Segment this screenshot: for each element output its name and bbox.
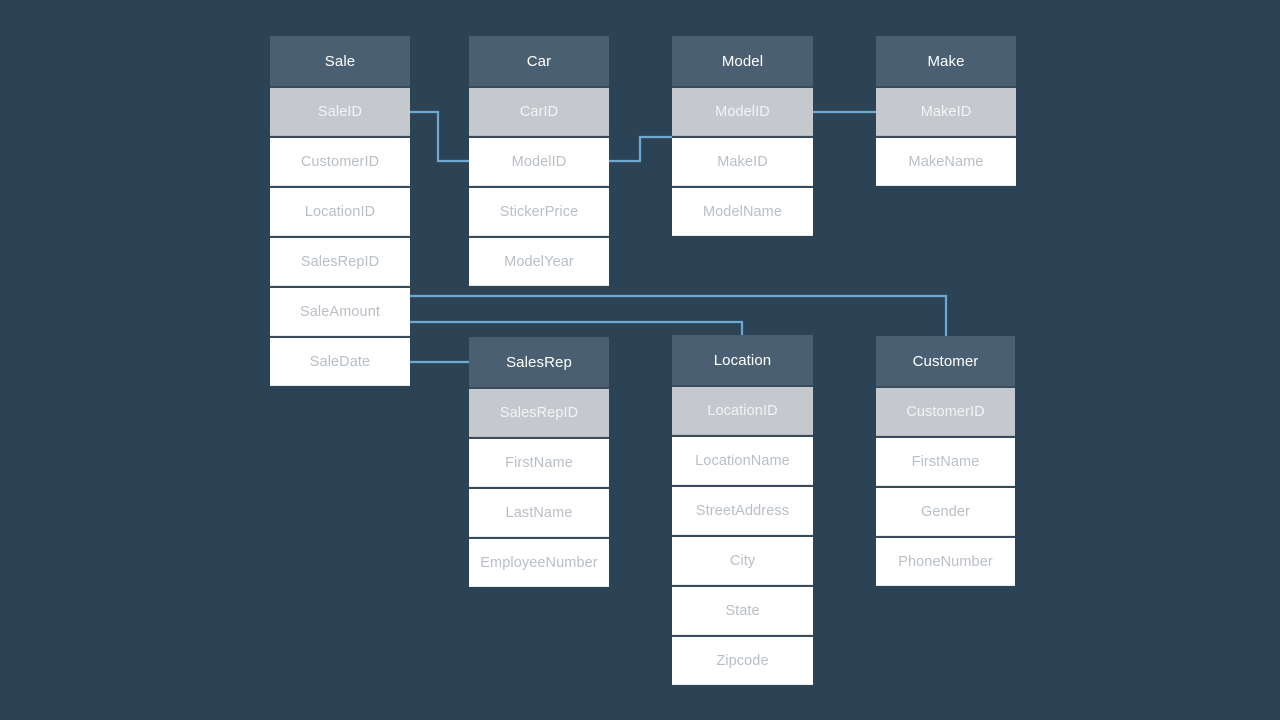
- field-customer-phonenumber[interactable]: PhoneNumber: [876, 536, 1015, 586]
- field-salesrep-employeenumber[interactable]: EmployeeNumber: [469, 537, 609, 587]
- field-model-modelname[interactable]: ModelName: [672, 186, 813, 236]
- field-salesrep-firstname[interactable]: FirstName: [469, 437, 609, 487]
- primary-key-field-sale-saleid[interactable]: SaleID: [270, 86, 410, 136]
- entity-title-sale: Sale: [270, 36, 410, 86]
- field-salesrep-lastname[interactable]: LastName: [469, 487, 609, 537]
- field-sale-salesrepid[interactable]: SalesRepID: [270, 236, 410, 286]
- entity-title-salesrep: SalesRep: [469, 337, 609, 387]
- field-customer-firstname[interactable]: FirstName: [876, 436, 1015, 486]
- entity-title-make: Make: [876, 36, 1016, 86]
- primary-key-field-customer-customerid[interactable]: CustomerID: [876, 386, 1015, 436]
- field-location-state[interactable]: State: [672, 585, 813, 635]
- primary-key-field-location-locationid[interactable]: LocationID: [672, 385, 813, 435]
- entity-title-model: Model: [672, 36, 813, 86]
- relationship-line-sale-car[interactable]: [410, 110, 469, 163]
- relationship-line-sale-location[interactable]: [410, 320, 744, 335]
- primary-key-field-model-modelid[interactable]: ModelID: [672, 86, 813, 136]
- entity-title-location: Location: [672, 335, 813, 385]
- entity-title-car: Car: [469, 36, 609, 86]
- field-sale-saledate[interactable]: SaleDate: [270, 336, 410, 386]
- entity-title-customer: Customer: [876, 336, 1015, 386]
- primary-key-field-car-carid[interactable]: CarID: [469, 86, 609, 136]
- field-sale-locationid[interactable]: LocationID: [270, 186, 410, 236]
- field-location-locationname[interactable]: LocationName: [672, 435, 813, 485]
- relationship-line-sale-customer[interactable]: [410, 294, 948, 336]
- field-make-makename[interactable]: MakeName: [876, 136, 1016, 186]
- relationship-line-car-model[interactable]: [609, 135, 672, 163]
- field-car-modelid[interactable]: ModelID: [469, 136, 609, 186]
- field-location-zipcode[interactable]: Zipcode: [672, 635, 813, 685]
- field-car-modelyear[interactable]: ModelYear: [469, 236, 609, 286]
- field-location-city[interactable]: City: [672, 535, 813, 585]
- primary-key-field-make-makeid[interactable]: MakeID: [876, 86, 1016, 136]
- field-sale-customerid[interactable]: CustomerID: [270, 136, 410, 186]
- field-location-streetaddress[interactable]: StreetAddress: [672, 485, 813, 535]
- field-customer-gender[interactable]: Gender: [876, 486, 1015, 536]
- primary-key-field-salesrep-salesrepid[interactable]: SalesRepID: [469, 387, 609, 437]
- field-model-makeid[interactable]: MakeID: [672, 136, 813, 186]
- field-sale-saleamount[interactable]: SaleAmount: [270, 286, 410, 336]
- field-car-stickerprice[interactable]: StickerPrice: [469, 186, 609, 236]
